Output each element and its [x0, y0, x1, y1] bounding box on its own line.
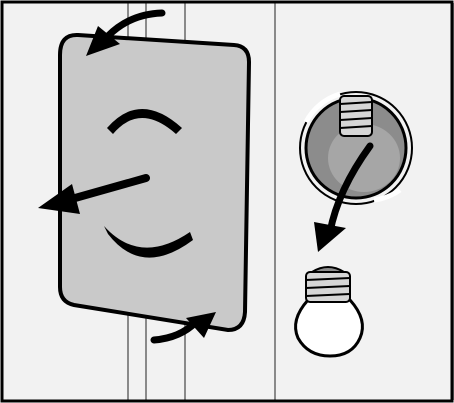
rotate-arrow-bottom-icon	[150, 312, 216, 344]
pull-arrow-left-icon	[38, 174, 150, 214]
rotate-arrow-top-icon	[86, 9, 166, 56]
lamp-socket-icon	[299, 91, 413, 205]
light-bulb-icon	[294, 266, 364, 358]
light-cover-icon	[58, 32, 252, 333]
remove-arrow-down-icon	[314, 142, 374, 252]
socket-thread	[339, 95, 373, 137]
